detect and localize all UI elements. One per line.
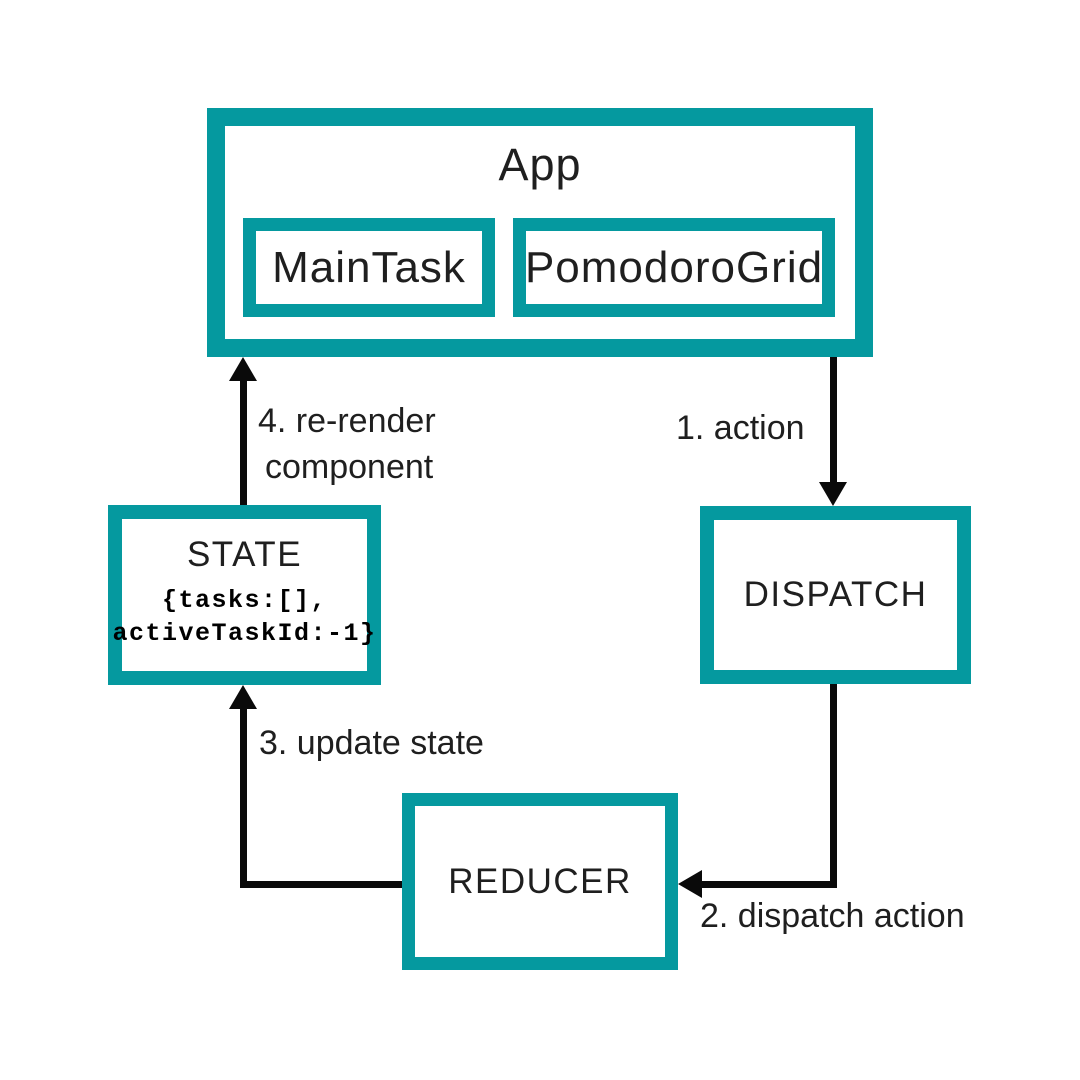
arrow-reducer-to-state-hline — [240, 881, 402, 888]
arrow-app-to-dispatch-line — [830, 357, 837, 483]
pomodorogrid-box: PomodoroGrid — [513, 218, 835, 317]
label-step4-line2: component — [265, 448, 434, 486]
label-step4-rerender-component: 4. re-render component — [258, 398, 436, 490]
arrow-dispatch-to-reducer-vline — [830, 684, 837, 888]
state-code-line-1: {tasks:[], — [161, 586, 328, 615]
dispatch-label: DISPATCH — [743, 575, 928, 614]
reducer-label: REDUCER — [448, 861, 632, 901]
state-code-line-2: activeTaskId:-1} — [112, 619, 377, 648]
arrow-reducer-to-state-head — [229, 685, 257, 709]
arrow-reducer-to-state-vline — [240, 707, 247, 888]
arrow-state-to-app-line — [240, 379, 247, 505]
arrow-dispatch-to-reducer-hline — [700, 881, 837, 888]
reducer-box: REDUCER — [402, 793, 678, 970]
arrow-dispatch-to-reducer-head — [678, 870, 702, 898]
state-box: STATE {tasks:[], activeTaskId:-1} — [108, 505, 381, 685]
label-step1-action: 1. action — [676, 409, 805, 447]
dispatch-box: DISPATCH — [700, 506, 971, 684]
arrow-app-to-dispatch-head — [819, 482, 847, 506]
arrow-state-to-app-head — [229, 357, 257, 381]
state-label: STATE — [186, 535, 303, 574]
pomodorogrid-label: PomodoroGrid — [524, 242, 824, 292]
label-step4-line1: 4. re-render — [258, 402, 436, 440]
label-step2-dispatch-action: 2. dispatch action — [700, 897, 965, 935]
maintask-box: MainTask — [243, 218, 495, 317]
app-box-title: App — [498, 139, 582, 190]
label-step3-update-state: 3. update state — [259, 724, 484, 762]
maintask-label: MainTask — [272, 242, 466, 292]
